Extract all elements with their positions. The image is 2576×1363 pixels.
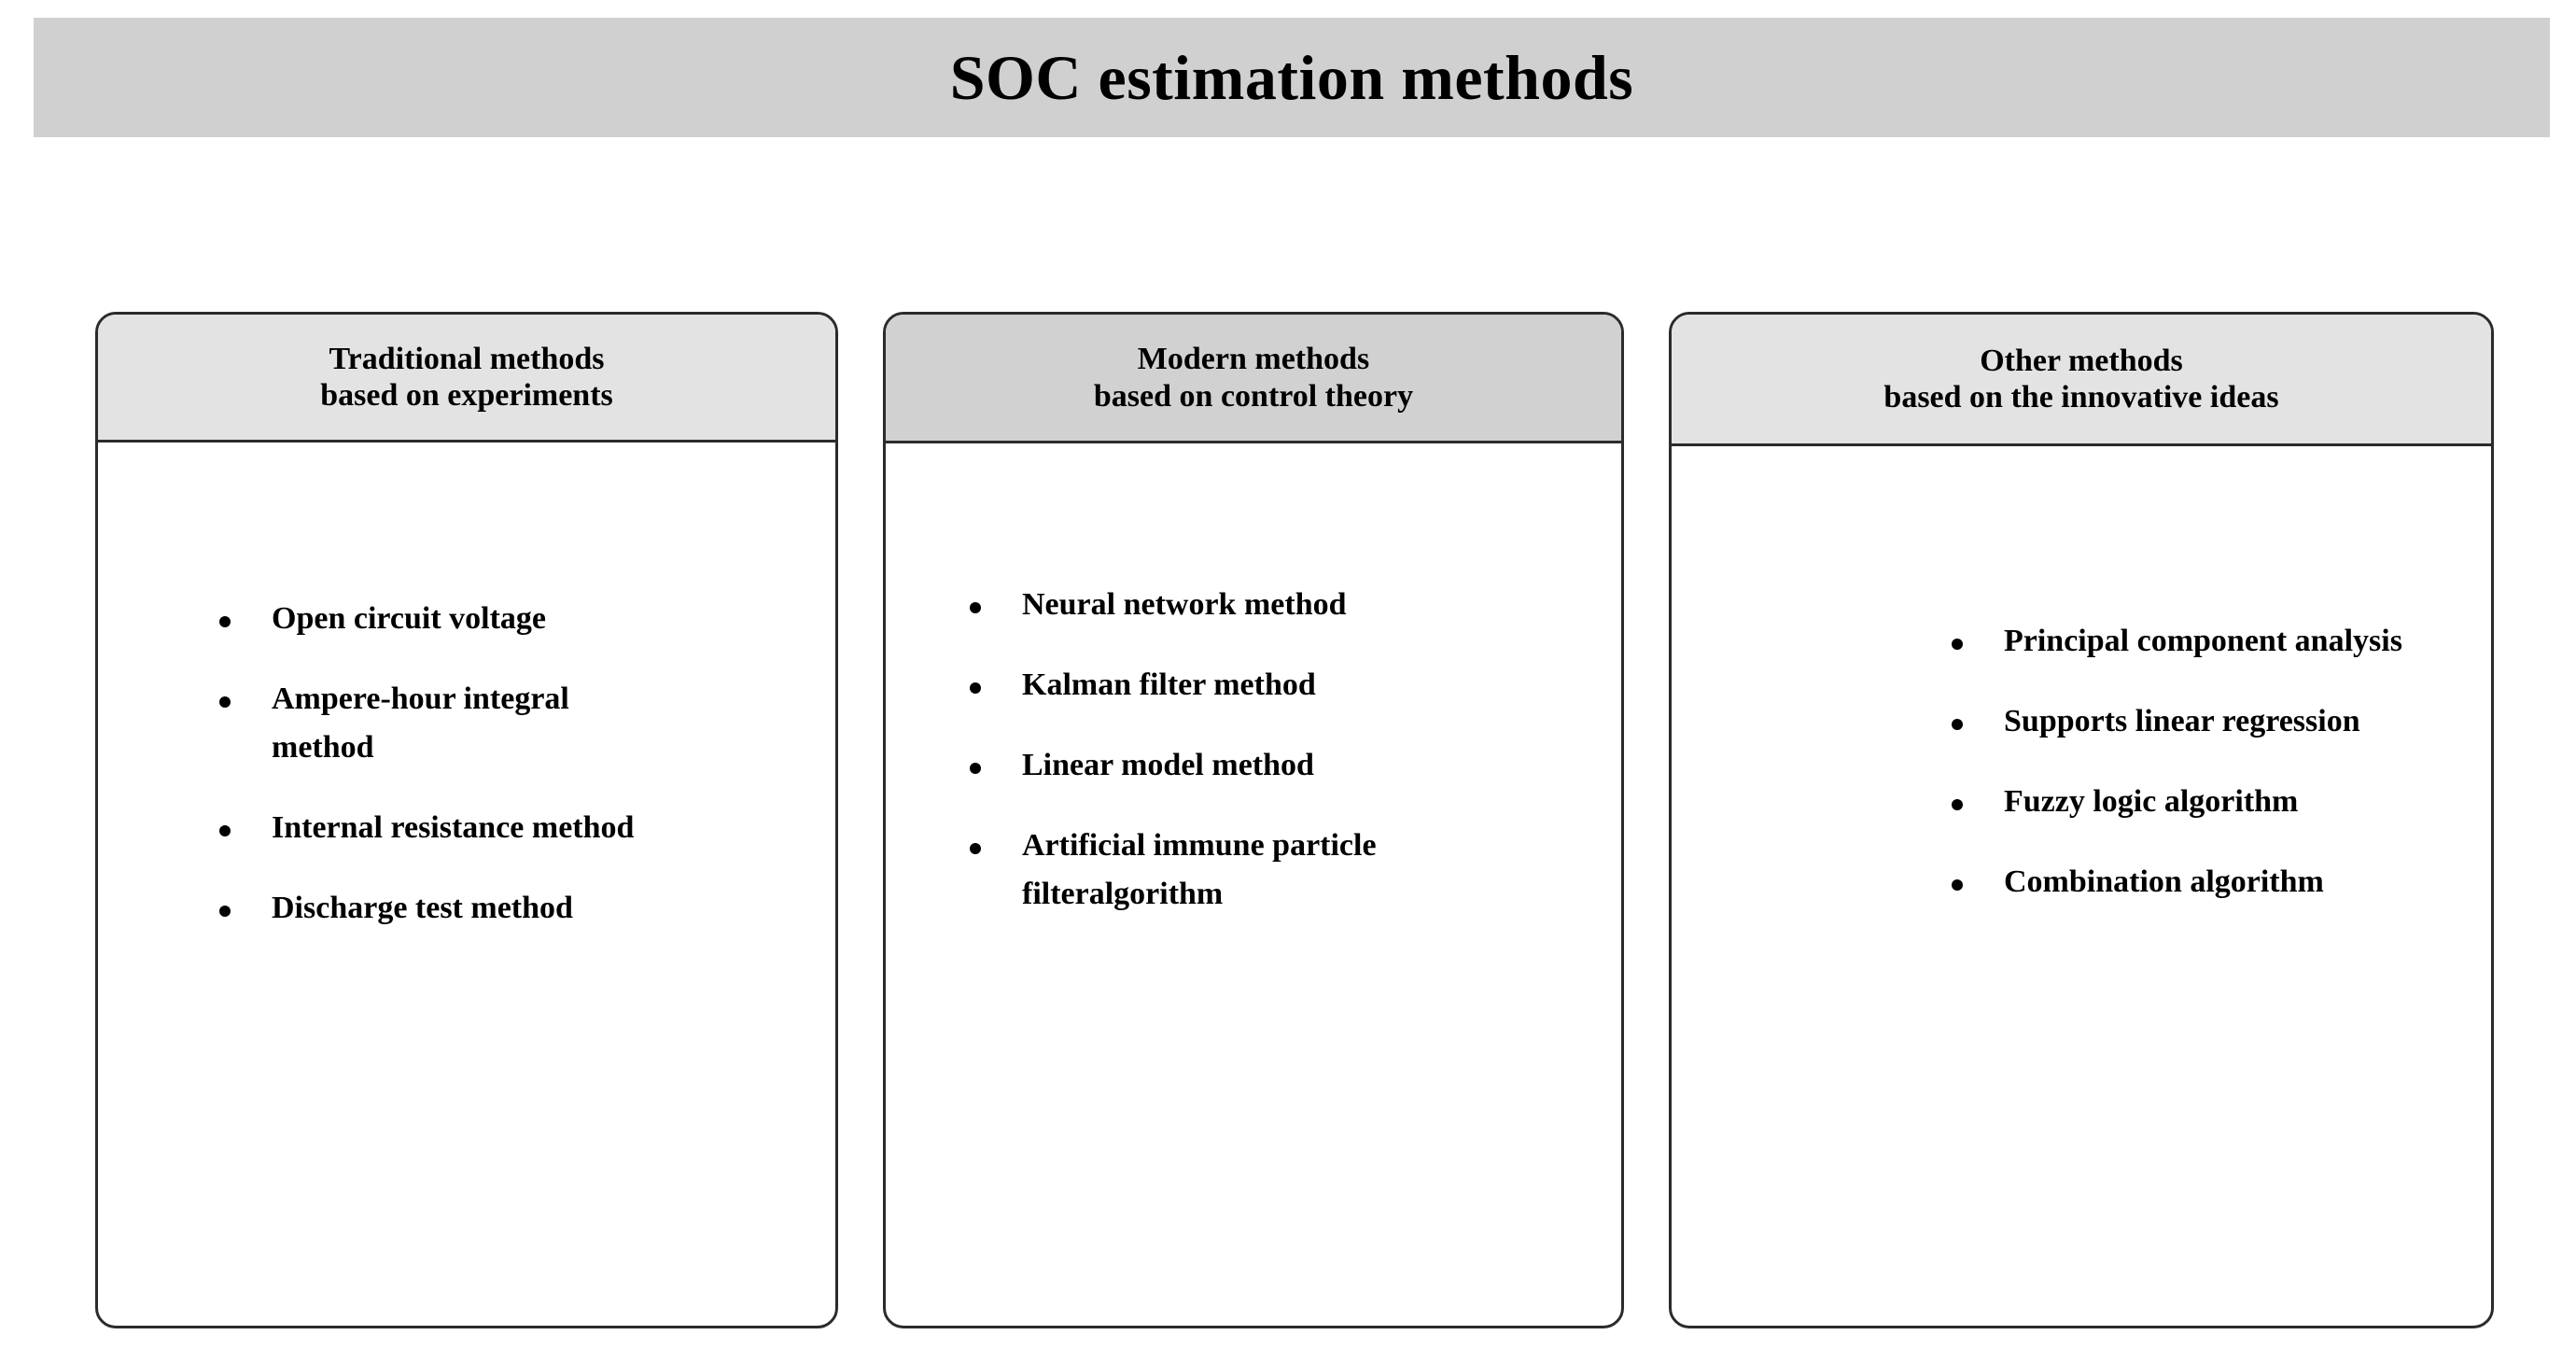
bullet-icon <box>219 906 231 917</box>
card-header-line1: Traditional methods <box>329 341 605 376</box>
bullet-icon <box>219 825 231 836</box>
list-item: Fuzzy logic algorithm <box>1907 786 2491 818</box>
category-card-traditional: Traditional methods based on experiments… <box>95 312 838 1328</box>
list-item-label: Neural network method <box>1022 587 1347 622</box>
bullet-icon <box>970 843 981 854</box>
list-item-label: Discharge test method <box>272 891 573 925</box>
bullet-icon <box>1952 719 1963 730</box>
card-header-other: Other methods based on the innovative id… <box>1672 315 2491 446</box>
bullet-icon <box>219 616 231 627</box>
method-list-traditional: Open circuit voltage Ampere-hour integra… <box>175 603 835 973</box>
method-list-other: Principal component analysis Supports li… <box>1907 625 2491 947</box>
page-title: SOC estimation methods <box>949 42 1634 113</box>
diagram-title-banner: SOC estimation methods <box>34 18 2550 137</box>
list-item: Kalman filter method <box>925 669 1621 701</box>
list-item-label: Fuzzy logic algorithm <box>2004 784 2299 819</box>
list-item-label: Kalman filter method <box>1022 667 1316 702</box>
list-item: Internal resistance method <box>175 812 835 844</box>
list-item-label: Combination algorithm <box>2004 864 2324 899</box>
card-header-line1: Other methods <box>1980 343 2183 378</box>
bullet-icon <box>1952 639 1963 650</box>
card-header-traditional: Traditional methods based on experiments <box>98 315 835 443</box>
list-item: Linear model method <box>925 750 1621 781</box>
method-list-modern: Neural network method Kalman filter meth… <box>925 589 1621 959</box>
category-card-modern: Modern methods based on control theory N… <box>883 312 1624 1328</box>
card-header-line2: based on experiments <box>320 378 613 413</box>
card-header-line1: Modern methods <box>1137 342 1370 377</box>
bullet-icon <box>1952 799 1963 810</box>
list-item-label-continued: method <box>272 730 374 765</box>
list-item-label: Ampere-hour integral <box>272 682 569 716</box>
list-item-label: Internal resistance method <box>272 810 635 845</box>
card-header-modern: Modern methods based on control theory <box>886 315 1621 443</box>
list-item-label: Open circuit voltage <box>272 601 546 636</box>
card-header-line2: based on control theory <box>1093 378 1414 414</box>
list-item: Discharge test method <box>175 892 835 924</box>
list-item-label: Linear model method <box>1022 748 1314 782</box>
bullet-icon <box>970 682 981 694</box>
bullet-icon <box>970 763 981 774</box>
list-item: Principal component analysis <box>1907 625 2491 657</box>
list-item-label: Principal component analysis <box>2004 624 2402 658</box>
list-item: Combination algorithm <box>1907 866 2491 898</box>
list-item: Ampere-hour integral method <box>175 683 835 764</box>
list-item-label-continued: filteralgorithm <box>1022 877 1224 911</box>
bullet-icon <box>219 696 231 708</box>
list-item-label: Supports linear regression <box>2004 704 2360 738</box>
card-header-line2: based on the innovative ideas <box>1883 380 2279 415</box>
list-item: Open circuit voltage <box>175 603 835 635</box>
bullet-icon <box>1952 879 1963 891</box>
list-item: Neural network method <box>925 589 1621 621</box>
list-item: Supports linear regression <box>1907 706 2491 738</box>
list-item: Artificial immune particle filteralgorit… <box>925 830 1621 910</box>
list-item-label: Artificial immune particle <box>1022 828 1377 863</box>
category-card-other: Other methods based on the innovative id… <box>1669 312 2494 1328</box>
bullet-icon <box>970 602 981 613</box>
